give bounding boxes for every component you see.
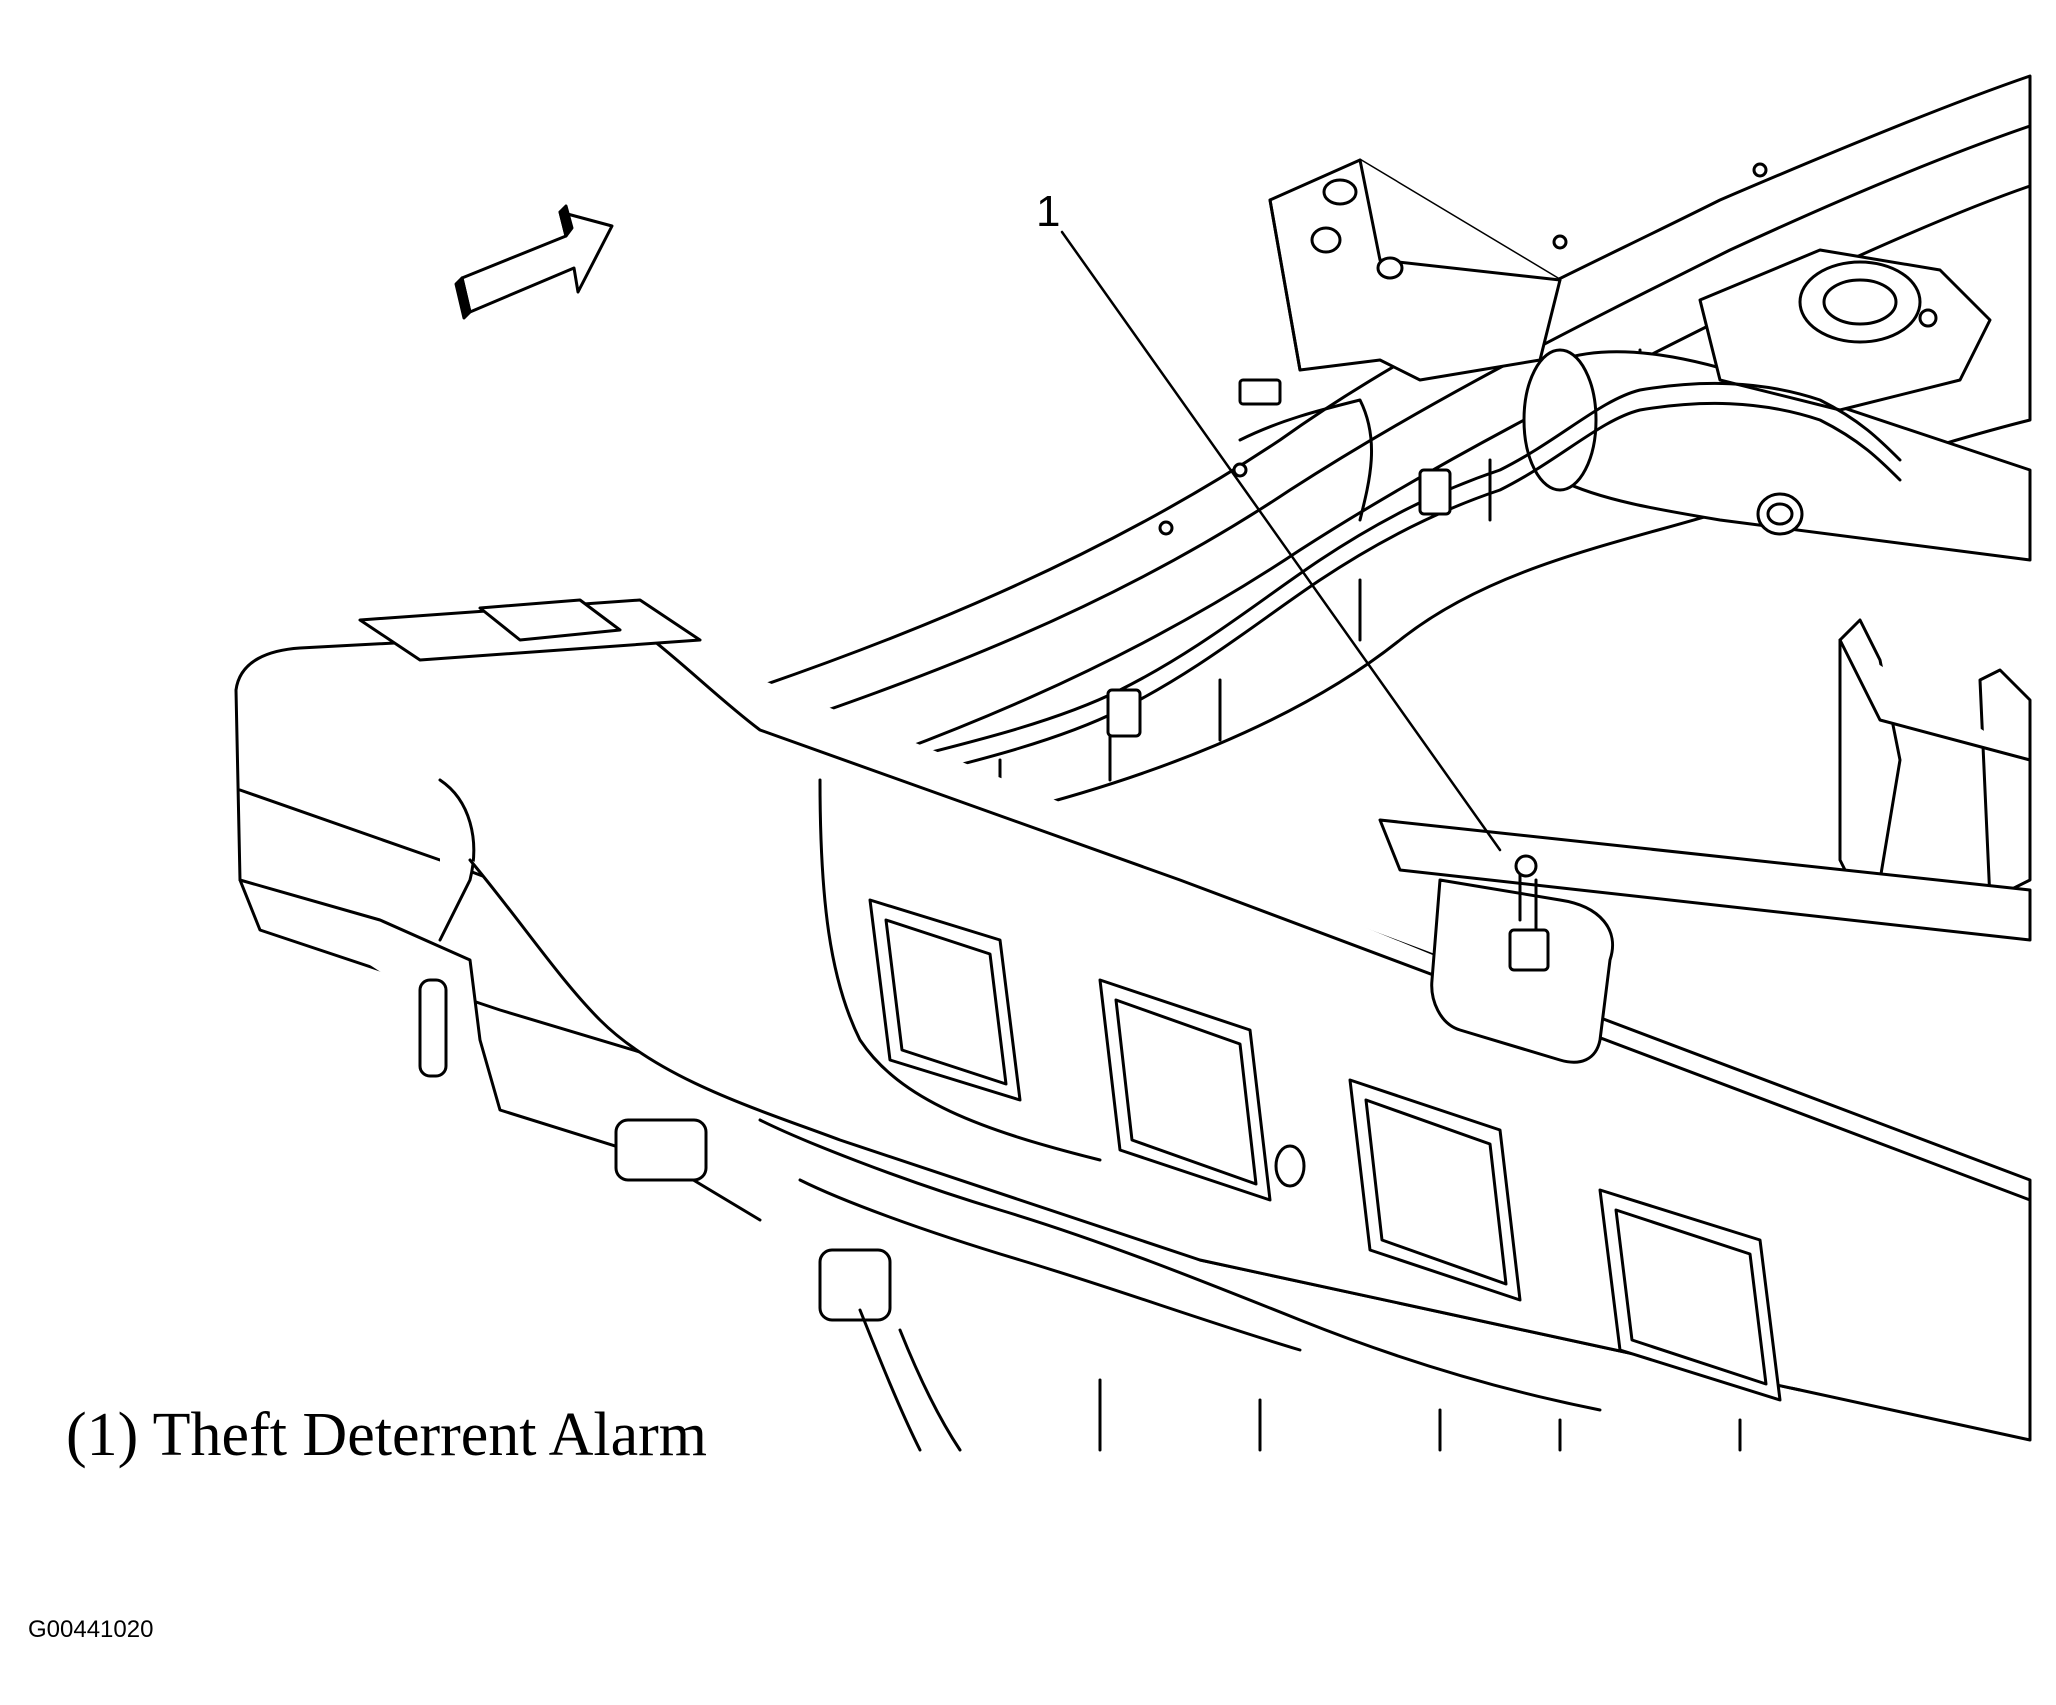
theft-deterrent-alarm-bracket — [1378, 818, 2032, 1064]
callout-number: 1 — [1036, 187, 1061, 236]
bumper-window — [868, 898, 1782, 1402]
callout-leader-line — [1060, 230, 1502, 852]
figure-id: G00441020 — [28, 1616, 154, 1643]
bumper-lower-flange — [758, 1118, 1742, 1452]
right-side-bracket — [1838, 618, 2032, 902]
harness-connector — [1106, 378, 1452, 738]
upper-mount-bracket — [1268, 158, 1562, 382]
front-direction-arrow-icon — [454, 204, 614, 320]
spring-seat — [1698, 248, 1992, 412]
legend-text: (1) Theft Deterrent Alarm — [66, 1401, 707, 1469]
